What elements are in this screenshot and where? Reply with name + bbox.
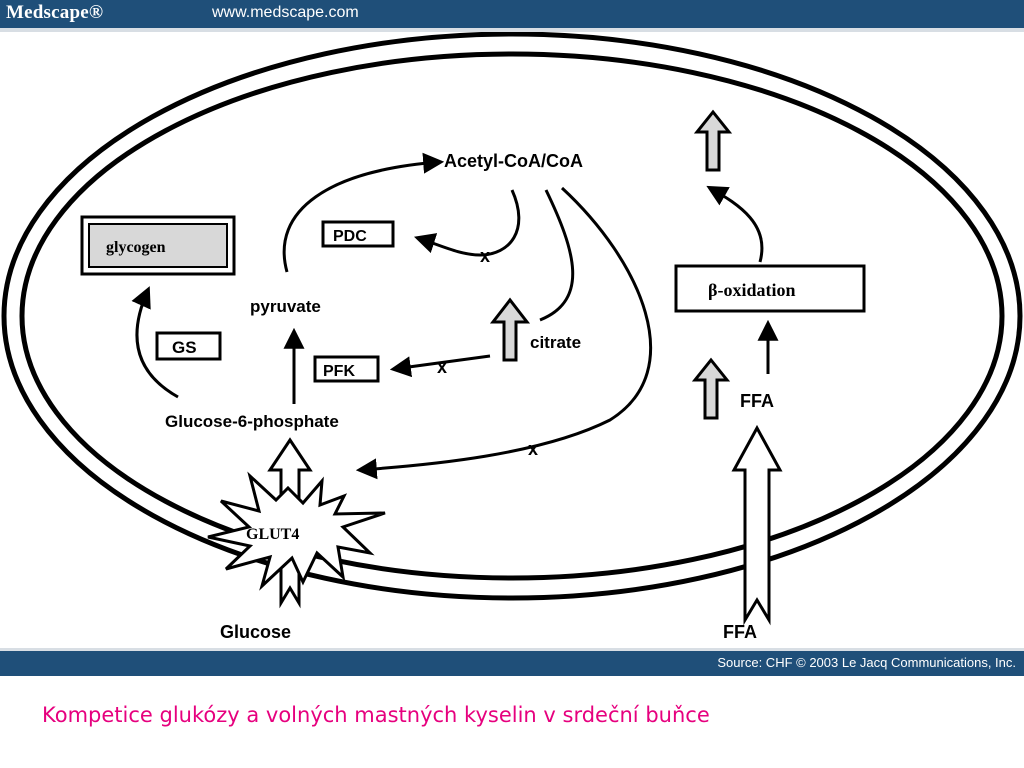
gs-label: GS	[172, 338, 197, 357]
glucose-label: Glucose	[220, 622, 291, 642]
citrate-up-arrow-icon	[489, 297, 531, 362]
acetyl-to-pdc-inhibition-arrow	[413, 189, 521, 257]
metabolism-diagram: Acetyl-CoA/CoA glycogen PDC x x pyruvate…	[1, 32, 1023, 642]
cell-membrane-outer	[1, 32, 1023, 601]
footer-bar: Source: CHF © 2003 Le Jacq Communication…	[0, 651, 1024, 676]
pdc-inhibition-x: x	[480, 246, 490, 266]
ffa-transport-arrow-icon	[731, 424, 783, 626]
cell-membrane-inner	[19, 51, 1005, 581]
glucose-6-phosphate-label: Glucose-6-phosphate	[165, 412, 339, 431]
acetyl-to-citrate-arrow	[539, 189, 575, 322]
header-bar: Medscape® www.medscape.com	[0, 0, 1024, 28]
beta-oxidation-output-arrow	[706, 185, 764, 263]
glycogen-label: glycogen	[106, 239, 166, 256]
source-credit: Source: CHF © 2003 Le Jacq Communication…	[717, 655, 1016, 670]
footer-divider	[0, 648, 1024, 651]
ffa-outer-label: FFA	[723, 622, 757, 642]
pyruvate-label: pyruvate	[250, 297, 321, 316]
slide-caption: Kompetice glukózy a volných mastných kys…	[42, 703, 710, 727]
g6p-to-glycogen-arrow	[131, 286, 179, 399]
citrate-label: citrate	[530, 333, 581, 352]
beta-oxidation-box	[674, 264, 866, 313]
glut4-label: GLUT4	[246, 526, 299, 543]
pdc-box	[321, 220, 395, 248]
glycogen-box-inner	[88, 223, 228, 268]
header-divider	[0, 28, 1024, 32]
acetyl-to-glut4-inhibition-arrow	[355, 186, 652, 480]
acetyl-coa-label: Acetyl-CoA/CoA	[444, 151, 583, 171]
pfk-inhibition-x: x	[437, 357, 447, 377]
energy-up-arrow-icon	[693, 109, 733, 172]
gs-box	[155, 331, 222, 361]
glut4-inhibition-x: x	[528, 439, 538, 459]
pfk-box	[313, 355, 380, 383]
medscape-logo[interactable]: Medscape®	[6, 2, 104, 23]
pdc-label: PDC	[333, 228, 367, 245]
pyruvate-to-acetyl-arrow	[282, 152, 445, 273]
pfk-label: PFK	[323, 363, 355, 380]
ffa-inner-label: FFA	[740, 391, 774, 411]
ffa-inner-up-arrow-icon	[691, 357, 731, 420]
beta-oxidation-label: β-oxidation	[708, 280, 796, 300]
citrate-to-pfk-inhibition-arrow	[389, 354, 491, 378]
glut4-transporter-icon	[207, 471, 386, 591]
site-url[interactable]: www.medscape.com	[212, 4, 359, 21]
